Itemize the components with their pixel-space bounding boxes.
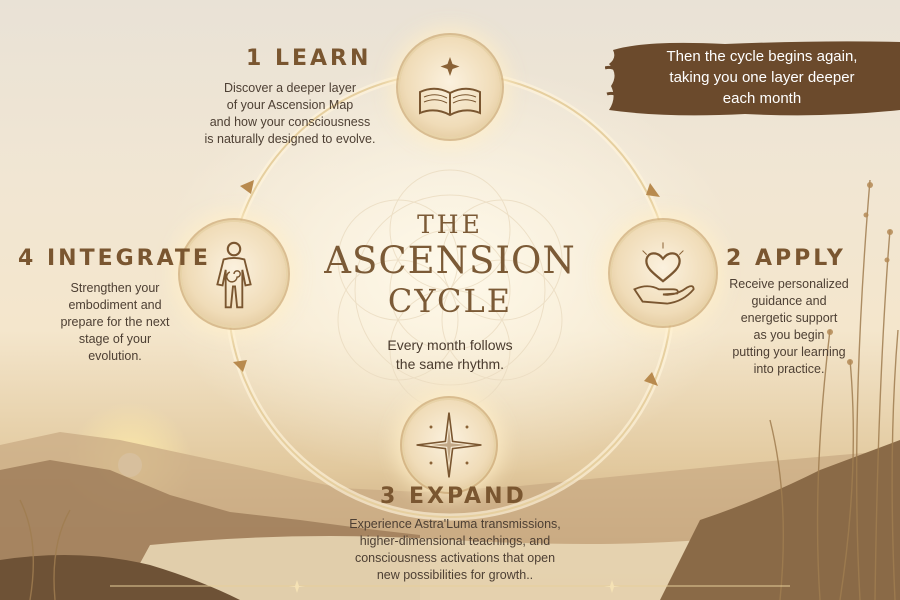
banner-text: Then the cycle begins again, taking you …	[666, 48, 858, 107]
heart-in-hand-icon	[633, 242, 695, 305]
stage-3-description: Experience Astra'Luma transmissions, hig…	[349, 517, 561, 582]
stage-1-medallion	[400, 37, 500, 137]
banner-brushstroke	[605, 41, 900, 116]
cycle-arrows	[233, 180, 660, 386]
human-figure-with-spiral-icon	[216, 241, 252, 309]
foreground-right	[660, 440, 900, 600]
stage-4-medallion	[182, 222, 286, 326]
title-line-2: ASCENSION	[324, 239, 576, 282]
title-line-3: CYCLE	[387, 282, 513, 320]
stage-4-description: Strengthen your embodiment and prepare f…	[60, 281, 170, 363]
title-line-1: THE	[417, 210, 483, 239]
cycle-title: THE ASCENSION CYCLE	[300, 210, 600, 320]
foreground-left	[0, 555, 240, 600]
cycle-subtitle: Every month follows the same rhythm.	[387, 337, 513, 372]
stage-3-title: 3 EXPAND	[380, 484, 527, 509]
lake	[120, 536, 720, 600]
stage-1-description: Discover a deeper layer of your Ascensio…	[204, 81, 376, 146]
stage-3-medallion	[404, 400, 494, 490]
grasses	[19, 179, 899, 600]
stage-4-title: 4 INTEGRATE	[18, 246, 211, 271]
stage-2-title: 2 APPLY	[726, 246, 846, 271]
stage-2-description: Receive personalized guidance and energe…	[729, 277, 849, 376]
open-book-with-star-icon	[419, 57, 481, 117]
radiant-star-icon	[416, 412, 482, 478]
sacred-geometry	[337, 169, 563, 411]
stage-2-medallion	[612, 222, 714, 324]
stage-1-title: 1 LEARN	[246, 46, 372, 71]
